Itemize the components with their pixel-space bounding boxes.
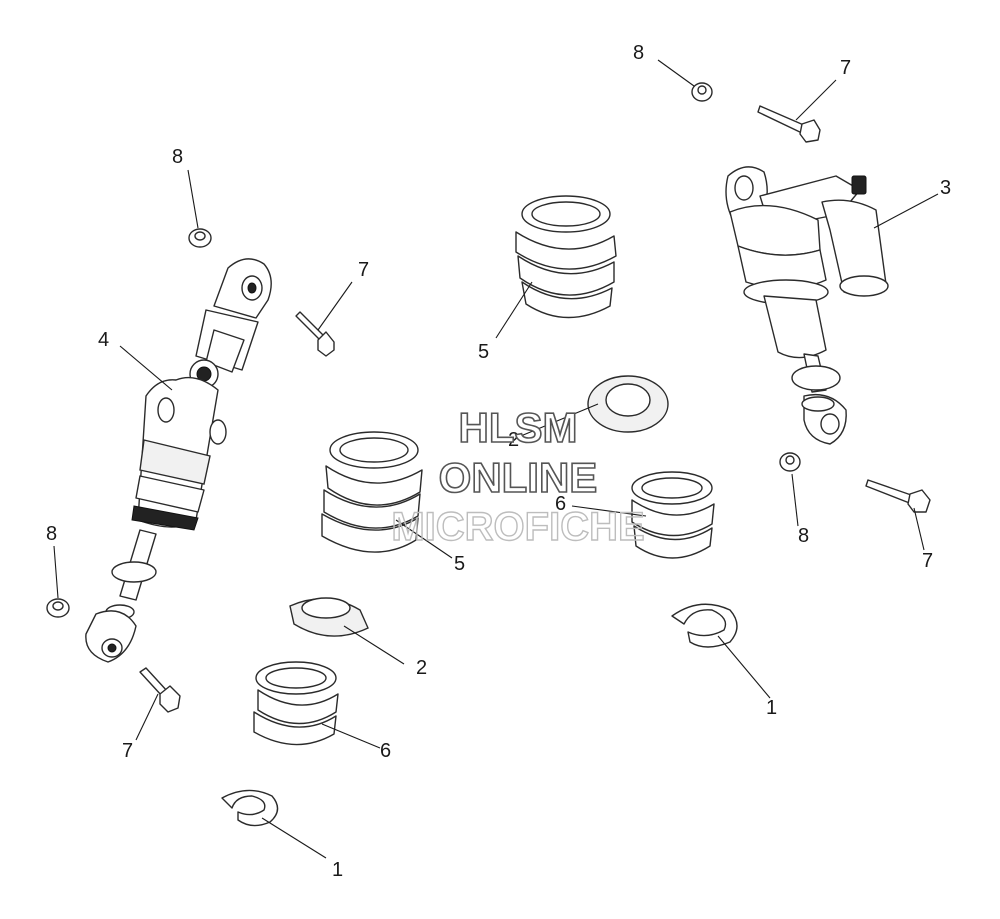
watermark-line-2: ONLINE: [439, 454, 598, 501]
watermark: HLSM ONLINE MICROFICHE: [391, 403, 646, 550]
spring-seat-lower-2: [289, 597, 369, 637]
retainer-clip-left-1: [221, 789, 279, 827]
callout-7-lower-left: 7: [122, 740, 133, 762]
shock-absorber-right: [725, 166, 889, 445]
spring-seat-center-2: [587, 375, 669, 433]
callout-8-upper-left: 8: [172, 146, 183, 168]
bolt-lower-left: [139, 667, 181, 713]
bolt-lower-right: [865, 479, 931, 513]
callout-7-upper-left: 7: [358, 259, 369, 281]
bolt-upper-left: [295, 311, 335, 357]
callout-7-top-right: 7: [840, 57, 851, 79]
spring-lower-left-6: [253, 661, 339, 746]
spring-upper-right-5: [515, 195, 617, 319]
callout-2-lower: 2: [416, 657, 427, 679]
leader-lines: [53, 59, 939, 859]
callout-7-lower-right: 7: [922, 550, 933, 572]
callout-6-center: 6: [555, 493, 566, 515]
nut-lower-left: [46, 598, 70, 618]
nut-top-right: [691, 82, 713, 102]
spring-center-right-6: [631, 471, 715, 559]
callout-5-center: 5: [454, 553, 465, 575]
callout-8-mid-right: 8: [798, 525, 809, 547]
callout-8-lower-left: 8: [46, 523, 57, 545]
callout-8-top-right: 8: [633, 42, 644, 64]
spring-center-5: [321, 431, 423, 553]
watermark-line-1: HLSM: [459, 404, 578, 451]
bolt-upper-right: [757, 105, 821, 143]
callout-6-lower: 6: [380, 740, 391, 762]
callout-4: 4: [98, 329, 109, 351]
shock-absorber-left: [85, 258, 272, 663]
callout-1-right: 1: [766, 697, 777, 719]
callout-2-center: 2: [508, 429, 519, 451]
watermark-line-3: MICROFICHE: [391, 505, 644, 549]
callout-3: 3: [940, 177, 951, 199]
retainer-clip-right-1: [671, 603, 738, 648]
callout-1-left: 1: [332, 859, 343, 881]
nut-mid-right: [779, 452, 801, 472]
callout-5-upper: 5: [478, 341, 489, 363]
nut-upper-left: [188, 228, 212, 248]
